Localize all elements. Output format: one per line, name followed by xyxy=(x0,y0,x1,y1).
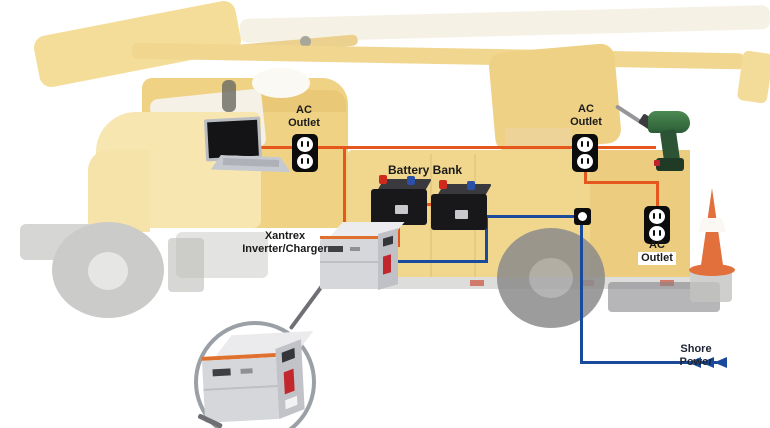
inverter-side-port xyxy=(383,235,393,247)
beacon-dome-icon xyxy=(252,68,310,98)
inverter-vent xyxy=(212,368,231,377)
inverter-display xyxy=(240,368,253,374)
label-line: AC xyxy=(578,103,594,115)
boom-lower-arm xyxy=(131,42,745,70)
wire-shore-to-inlet xyxy=(485,215,575,218)
mud-flap xyxy=(168,238,204,292)
battery-terminal-negative xyxy=(407,176,415,185)
label-line: Shore Power xyxy=(679,343,713,368)
inverter-side-sticker xyxy=(285,395,298,410)
label-line: AC xyxy=(296,104,312,116)
ac-outlet-icon-body-rear xyxy=(644,206,670,244)
label-line: Xantrex xyxy=(264,230,306,242)
wire-inlet-down xyxy=(580,222,583,364)
cordless-drill-icon xyxy=(610,94,692,176)
drill-release-button xyxy=(654,160,660,166)
inverter-display xyxy=(350,247,360,251)
ac-outlet-icon-body-top xyxy=(572,134,598,172)
label-line: Inverter/Charger xyxy=(242,243,328,255)
ac-outlet-icon-cab xyxy=(292,134,318,172)
battery-icon-right xyxy=(431,180,492,230)
laptop-keyboard xyxy=(223,158,279,167)
wire-ac-inverter-feed xyxy=(343,148,346,228)
front-wheel-icon xyxy=(52,222,164,318)
battery-icon-left xyxy=(371,175,432,225)
inverter-side-red-label xyxy=(383,254,391,275)
wire-shore-horizontal xyxy=(580,361,727,364)
side-mirror-icon xyxy=(222,80,236,112)
reflector xyxy=(470,280,484,286)
wire-battery-link xyxy=(424,203,434,206)
outlet-socket xyxy=(577,137,593,152)
rear-wheel-hub xyxy=(529,258,573,298)
shore-power-label: Shore Power xyxy=(664,343,728,369)
truck-front-nose xyxy=(88,150,150,232)
wire-battery-down xyxy=(397,223,400,247)
outlet-socket xyxy=(297,154,313,169)
shore-power-arrow-icon xyxy=(688,357,701,368)
inverter-front xyxy=(320,239,378,289)
inlet-socket xyxy=(578,212,587,221)
rear-wheel-icon xyxy=(497,228,605,328)
battery-label xyxy=(395,205,408,214)
wire-ac-main xyxy=(236,146,656,149)
inverter-side xyxy=(378,228,398,290)
battery-terminal-positive xyxy=(379,175,387,184)
ac-outlet-label-body-rear: AC Outlet xyxy=(628,239,686,265)
drill-battery xyxy=(656,158,684,171)
inverter-orange-trim xyxy=(320,236,378,239)
drill-body xyxy=(648,111,690,133)
inverter-side-port xyxy=(281,347,295,363)
label-line: Outlet xyxy=(570,116,602,128)
inverter-vent xyxy=(328,246,343,252)
battery-bank-label: Battery Bank xyxy=(358,164,492,177)
label-line: AC xyxy=(649,239,665,251)
inverter-charger-label: Xantrex Inverter/Charger xyxy=(228,230,342,256)
front-wheel-hub xyxy=(88,252,128,290)
laptop-base xyxy=(211,155,291,173)
boom-end-piece xyxy=(736,50,770,104)
inverter-panel-line xyxy=(203,384,278,391)
wire-shore-inverter xyxy=(396,260,488,263)
inverter-side-red-label xyxy=(283,368,295,395)
outlet-socket xyxy=(649,209,665,224)
traffic-cone-icon xyxy=(689,188,735,276)
inverter-panel-line xyxy=(320,261,378,263)
inverter-charger-closeup-icon xyxy=(197,327,316,428)
laptop-screen xyxy=(203,116,263,162)
shore-power-arrow-icon xyxy=(701,357,714,368)
inverter-side xyxy=(275,339,305,419)
inverter-front xyxy=(201,357,280,423)
ac-outlet-label-cab: AC Outlet xyxy=(275,104,333,130)
outlet-socket xyxy=(297,137,313,152)
label-line: Outlet xyxy=(638,252,676,265)
battery-label xyxy=(455,210,468,219)
outlet-socket xyxy=(649,226,665,241)
battery-terminal-negative xyxy=(467,181,475,190)
label-line: Battery Bank xyxy=(387,163,463,177)
ac-outlet-label-body-top: AC Outlet xyxy=(557,103,615,129)
wire-outlet3-up xyxy=(656,181,659,208)
cone-base xyxy=(689,264,735,276)
wire-outlet2-to-outlet3 xyxy=(584,181,659,184)
laptop-display xyxy=(207,119,259,159)
inverter-charger-icon xyxy=(320,220,405,292)
shore-power-arrow-icon xyxy=(714,357,727,368)
wire-shore-mid-vertical xyxy=(485,215,488,263)
shore-power-inlet-icon xyxy=(574,208,591,225)
label-line: Outlet xyxy=(288,117,320,129)
cone-stripe xyxy=(698,218,726,232)
boom-joint-icon xyxy=(300,36,311,47)
outlet-socket xyxy=(577,154,593,169)
battery-terminal-positive xyxy=(439,180,447,189)
wire-outlet2-down xyxy=(584,168,587,184)
